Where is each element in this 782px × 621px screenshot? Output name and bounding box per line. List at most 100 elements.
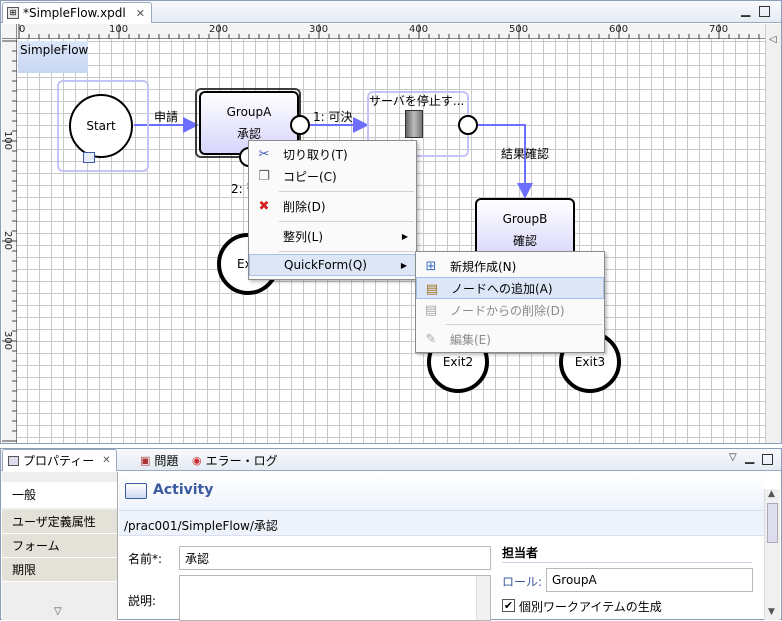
menu-item-delete[interactable]: ✖ 削除(D) — [249, 195, 416, 217]
groupA-name: GroupA — [226, 104, 272, 119]
groupA-port-right[interactable] — [290, 115, 310, 135]
properties-view: プロパティー ✕ ▣ 問題 ◉ エラー・ログ ▽ ▁ 一般 ユーザ定義属性 フォ… — [0, 448, 782, 621]
name-label: 名前*: — [128, 552, 163, 566]
view-menu-icon[interactable]: ▽ — [729, 452, 737, 463]
tab-error-log[interactable]: ◉ エラー・ログ — [187, 449, 283, 471]
ruler-left-label: 200 — [2, 230, 14, 251]
chevron-left-icon[interactable]: ◁ — [769, 34, 777, 45]
menu-item-align-label: 整列(L) — [283, 229, 324, 244]
submenu-item-edit[interactable]: ✎ 編集(E) — [416, 328, 604, 350]
maximize-icon[interactable] — [762, 454, 773, 465]
assignee-divider — [502, 562, 752, 563]
activity-path: /prac001/SimpleFlow/承認 — [119, 510, 764, 536]
individual-workitem-label: 個別ワークアイテムの生成 — [519, 600, 662, 614]
role-label: ロール: — [502, 575, 543, 589]
name-field[interactable]: 承認 — [179, 546, 491, 570]
properties-vertical-scrollbar[interactable]: ▲ ▼ — [764, 489, 780, 620]
tab-error-log-label: エラー・ログ — [205, 453, 278, 468]
delete-icon: ✖ — [258, 198, 270, 214]
start-node-frame — [57, 80, 149, 172]
maximize-icon[interactable] — [759, 6, 770, 17]
submenu-item-add-to-node-label: ノードへの追加(A) — [451, 281, 553, 296]
sidebar-item-general[interactable]: 一般 — [2, 482, 117, 508]
groupA-activity: 承認 — [236, 126, 261, 141]
submenu-item-new[interactable]: ⊞ 新規作成(N) — [416, 255, 604, 277]
ruler-top: 0 100 200 300 400 500 600 700 — [17, 24, 765, 39]
name-value: 承認 — [185, 551, 210, 566]
menu-item-copy[interactable]: ❐ コピー(C) — [249, 165, 416, 187]
submenu-item-remove-from-node[interactable]: ▤ ノードからの削除(D) — [416, 299, 604, 321]
scissors-icon: ✂ — [258, 146, 270, 162]
edge-label-confirm[interactable]: 結果確認 — [501, 147, 550, 161]
groupB-activity: 確認 — [512, 233, 537, 248]
ruler-top-label: 200 — [209, 24, 229, 35]
description-field[interactable] — [179, 575, 491, 621]
submenu-item-remove-from-node-label: ノードからの削除(D) — [450, 303, 565, 318]
error-log-icon: ◉ — [192, 453, 202, 467]
sidebar-item-form[interactable]: フォーム — [2, 534, 117, 558]
description-scrollbar[interactable] — [476, 576, 490, 620]
quickform-submenu: ⊞ 新規作成(N) ▤ ノードへの追加(A) ▤ ノードからの削除(D) ✎ 編… — [415, 251, 605, 353]
diagram-file-icon: ⊞ — [7, 7, 19, 19]
close-icon[interactable]: ✕ — [135, 6, 145, 20]
menu-separator — [279, 191, 414, 192]
editor-vertical-scrollbar[interactable]: ◁ — [765, 24, 781, 443]
menu-item-quickform-label: QuickForm(Q) — [284, 258, 367, 272]
ruler-top-label: 400 — [409, 24, 429, 35]
activity-icon — [125, 483, 147, 499]
menu-item-delete-label: 削除(D) — [283, 199, 326, 214]
menu-separator — [279, 221, 414, 222]
ruler-top-label: 500 — [509, 24, 529, 35]
server-port-right[interactable] — [458, 115, 478, 135]
menu-separator — [446, 324, 602, 325]
add-to-node-icon: ▤ — [425, 281, 439, 297]
copy-icon: ❐ — [258, 168, 270, 184]
ruler-left: 100 200 300 — [2, 39, 17, 443]
minimize-icon[interactable]: ▁ — [745, 450, 755, 464]
scroll-down-icon[interactable]: ▼ — [768, 607, 775, 617]
remove-from-node-icon: ▤ — [424, 302, 438, 318]
edge-label-approve[interactable]: 1: 可決 — [313, 110, 353, 124]
tab-properties-label: プロパティー — [23, 454, 95, 468]
menu-item-quickform[interactable]: QuickForm(Q) ▶ — [249, 254, 416, 276]
edges-layer — [134, 117, 533, 199]
minimize-icon[interactable]: ▁ — [741, 3, 751, 17]
menu-item-cut[interactable]: ✂ 切り取り(T) — [249, 143, 416, 165]
role-value: GroupA — [552, 573, 597, 587]
sidebar-item-deadline[interactable]: 期限 — [2, 558, 117, 582]
edit-icon: ✎ — [425, 331, 437, 347]
submenu-item-add-to-node[interactable]: ▤ ノードへの追加(A) — [416, 277, 604, 299]
assignee-title: 担当者 — [502, 546, 539, 560]
individual-workitem-checkbox[interactable]: ✔ — [502, 599, 515, 612]
edge-label-apply[interactable]: 申請 — [154, 110, 179, 124]
ruler-top-label: 300 — [309, 24, 329, 35]
editor-tabbar: ⊞ *SimpleFlow.xpdl ✕ ▁ — [1, 1, 781, 23]
tab-properties[interactable]: プロパティー ✕ — [2, 449, 117, 471]
tab-problems[interactable]: ▣ 問題 — [135, 449, 183, 471]
chevron-down-icon[interactable]: ▽ — [54, 606, 62, 617]
server-node-label: サーバを停止す... — [369, 94, 465, 108]
groupB-name: GroupB — [502, 211, 548, 226]
menu-item-align[interactable]: 整列(L) ▶ — [249, 225, 416, 247]
form-icon[interactable] — [83, 152, 95, 163]
scrollbar-thumb[interactable] — [767, 503, 778, 543]
submenu-arrow-icon: ▶ — [400, 260, 407, 270]
submenu-arrow-icon: ▶ — [401, 231, 408, 241]
ruler-corner — [2, 24, 17, 39]
menu-item-cut-label: 切り取り(T) — [283, 147, 348, 162]
context-menu: ✂ 切り取り(T) ❐ コピー(C) ✖ 削除(D) 整列(L) ▶ Quick… — [248, 140, 417, 280]
properties-header: Activity — [119, 472, 764, 510]
menu-item-copy-label: コピー(C) — [283, 169, 337, 184]
diagram-label[interactable]: SimpleFlow — [18, 41, 88, 73]
menu-separator — [279, 251, 414, 252]
ruler-top-label: 700 — [709, 24, 729, 35]
submenu-item-edit-label: 編集(E) — [450, 332, 491, 347]
properties-header-title: Activity — [153, 482, 214, 498]
scroll-up-icon[interactable]: ▲ — [768, 489, 775, 499]
start-node[interactable]: Start — [69, 94, 133, 158]
close-icon[interactable]: ✕ — [102, 455, 111, 466]
editor-tab[interactable]: ⊞ *SimpleFlow.xpdl ✕ — [2, 2, 152, 23]
sidebar-item-user-attributes[interactable]: ユーザ定義属性 — [2, 510, 117, 534]
role-field[interactable]: GroupA — [546, 568, 753, 592]
description-label: 説明: — [128, 594, 157, 608]
